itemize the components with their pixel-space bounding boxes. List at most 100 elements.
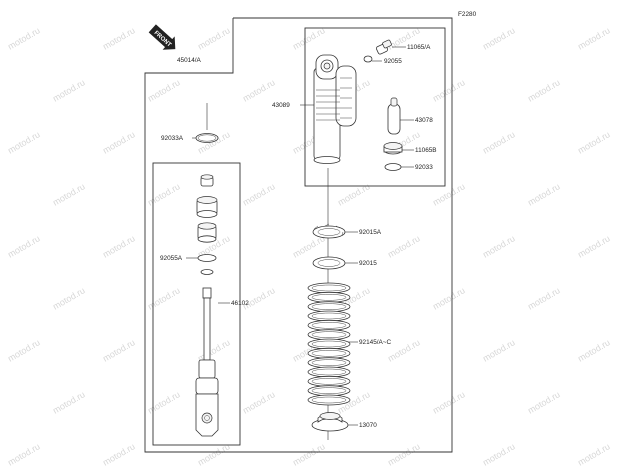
rod-piston-lower (197, 222, 217, 243)
watermark-text: motod.ru (146, 77, 182, 103)
figure-ref-code: F2280 (458, 11, 477, 18)
watermark-text: motod.ru (526, 77, 562, 103)
spring-coil-inner (311, 368, 347, 376)
watermark-text: motod.ru (51, 389, 87, 415)
washer (200, 269, 214, 275)
watermark-text: motod.ru (526, 389, 562, 415)
watermark-text: motod.ru (241, 181, 277, 207)
part-label-45014A: 45014/A (177, 57, 202, 64)
front-direction-arrow: FRONT (148, 24, 176, 50)
part-label-43089: 43089 (272, 102, 290, 109)
spring-coil-inner (311, 303, 347, 310)
outer-assembly-frame (144, 17, 453, 453)
spring-coil-inner (311, 359, 347, 366)
oring-92055A (197, 254, 217, 262)
spring-coil (307, 347, 351, 359)
spring-coil-inner (311, 340, 347, 348)
watermark-text: motod.ru (101, 129, 137, 155)
part-label-92015A: 92015A (359, 229, 382, 236)
part-label-92055: 92055 (384, 58, 402, 65)
watermark-text: motod.ru (576, 25, 612, 51)
valve-11065A (376, 39, 392, 55)
spring-coil-inner (311, 322, 347, 329)
watermark-text: motod.ru (6, 233, 42, 259)
rod-subframe (152, 162, 241, 446)
watermark-text: motod.ru (336, 181, 372, 207)
watermark-text: motod.ru (431, 77, 467, 103)
spring-coil (307, 338, 351, 350)
watermark-text: motod.ru (386, 441, 422, 467)
watermark-text: motod.ru (146, 389, 182, 415)
spring-seat-13070 (311, 412, 349, 432)
cylinder-subframe (304, 27, 446, 187)
watermark-text: motod.ru (196, 25, 232, 51)
spring-coil (307, 329, 351, 341)
watermark-text: motod.ru (51, 181, 87, 207)
watermark-text: motod.ru (386, 337, 422, 363)
watermark-text: motod.ru (526, 181, 562, 207)
spring-coil (307, 366, 351, 378)
part-label-92015: 92015 (359, 260, 377, 267)
spring-coil (307, 375, 351, 387)
part-label-92145AC: 92145/A~C (359, 339, 392, 346)
part-label-11065A: 11065/A (407, 44, 431, 51)
watermark-text: motod.ru (51, 285, 87, 311)
spring-coil (307, 394, 351, 406)
spring-coil-inner (311, 350, 347, 357)
oring-92033 (384, 163, 402, 171)
part-label-46102: 46102 (231, 300, 249, 307)
leader-lines (186, 46, 414, 426)
watermark-text: motod.ru (481, 233, 517, 259)
cap-11065B (383, 142, 403, 155)
part-label-92055A: 92055A (160, 255, 183, 262)
watermark-text: motod.ru (481, 129, 517, 155)
watermark-text: motod.ru (291, 25, 327, 51)
watermark-text: motod.ru (6, 441, 42, 467)
watermark-text: motod.ru (431, 181, 467, 207)
watermark-text: motod.ru (241, 285, 277, 311)
rod-piston-upper (196, 196, 218, 218)
part-label-43078: 43078 (415, 117, 433, 124)
watermark-text: motod.ru (196, 129, 232, 155)
watermark-text: motod.ru (101, 337, 137, 363)
part-label-13070: 13070 (359, 422, 377, 429)
watermark-text: motod.ru (101, 441, 137, 467)
spring-coil-inner (311, 284, 347, 292)
spring-coil (307, 291, 351, 303)
ring-nut-92015A (312, 223, 346, 239)
watermark-text: motod.ru (576, 233, 612, 259)
watermark-text: motod.ru (576, 129, 612, 155)
watermark-text: motod.ru (576, 441, 612, 467)
watermark-text: motod.ru (481, 337, 517, 363)
part-label-92033: 92033 (415, 164, 433, 171)
spring-coil-inner (311, 396, 347, 404)
spring-coil (307, 282, 351, 294)
part-label-92033A: 92033A (161, 135, 184, 142)
part-label-11065B: 11065B (415, 147, 437, 154)
watermark-text: motod.ru (576, 337, 612, 363)
watermark-text: motod.ru (146, 181, 182, 207)
spring-coil (307, 310, 351, 322)
spring-coil (307, 357, 351, 369)
rod-top-nut (200, 174, 214, 187)
watermark-text: motod.ru (51, 77, 87, 103)
watermark-text: motod.ru (481, 441, 517, 467)
spring-coil-inner (311, 294, 347, 301)
spring-coil (307, 301, 351, 313)
spring-coil-inner (311, 387, 347, 394)
watermark-text: motod.ru (431, 389, 467, 415)
watermark-text: motod.ru (241, 77, 277, 103)
spring-92145 (307, 282, 351, 406)
spring-coil (307, 385, 351, 397)
shock-cylinder-43089 (313, 54, 357, 164)
piston-rod-46102 (195, 287, 219, 437)
ring-nut-92015 (312, 256, 346, 270)
spring-coil (307, 319, 351, 331)
watermark-text: motod.ru (6, 25, 42, 51)
watermark-text: motod.ru (386, 233, 422, 259)
watermark-text: motod.ru (481, 25, 517, 51)
watermark-text: motod.ru (101, 233, 137, 259)
watermark-text: motod.ru (6, 129, 42, 155)
spring-coil-inner (311, 378, 347, 385)
